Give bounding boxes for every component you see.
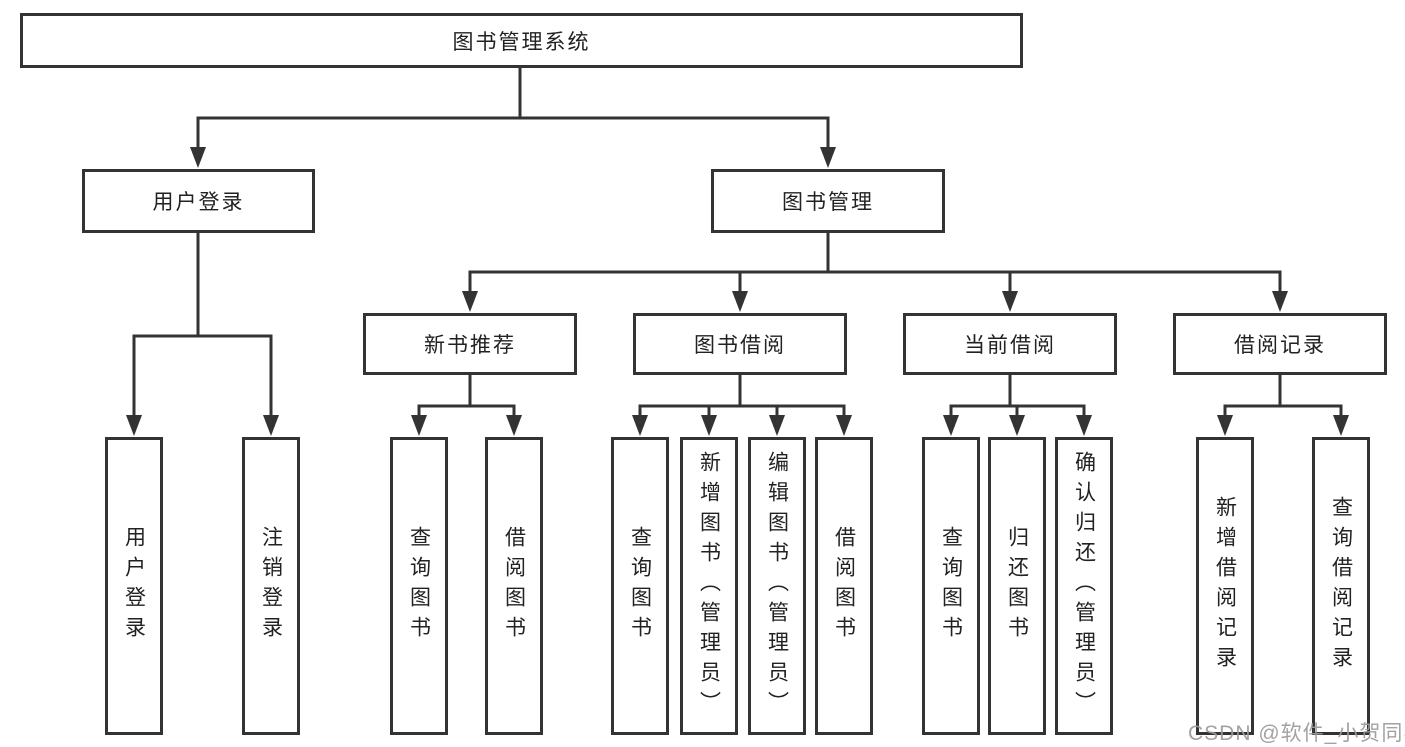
leaf-confirm-return-admin: 确认归还（管理员） bbox=[1055, 437, 1113, 735]
node-book-borrowing-label: 图书借阅 bbox=[694, 334, 786, 357]
book-borrowing-branch-connector bbox=[638, 373, 846, 420]
node-new-book-recommend-label: 新书推荐 bbox=[424, 334, 516, 357]
leaf-borrow-books: 借阅图书 bbox=[815, 437, 873, 735]
arrow-down-icon bbox=[1217, 415, 1233, 436]
node-book-management-label: 图书管理 bbox=[782, 191, 874, 214]
arrow-down-icon bbox=[1076, 415, 1092, 436]
leaf-add-borrow-record-label: 新增借阅记录 bbox=[1213, 496, 1237, 676]
leaf-query-books-borrowing: 查询图书 bbox=[611, 437, 669, 735]
leaf-confirm-return-admin-label: 确认归还（管理员） bbox=[1072, 451, 1096, 721]
leaf-return-books-label: 归还图书 bbox=[1005, 526, 1029, 646]
leaf-query-books-recommend: 查询图书 bbox=[390, 437, 448, 735]
arrowheads bbox=[126, 147, 1349, 436]
arrow-down-icon bbox=[1009, 415, 1025, 436]
arrow-down-icon bbox=[836, 415, 852, 436]
leaf-return-books: 归还图书 bbox=[988, 437, 1046, 735]
node-book-borrowing: 图书借阅 bbox=[633, 313, 847, 375]
arrow-down-icon bbox=[820, 147, 836, 168]
leaf-add-books-admin: 新增图书（管理员） bbox=[680, 437, 738, 735]
leaf-add-books-admin-label: 新增图书（管理员） bbox=[697, 451, 721, 721]
leaf-query-books-current-label: 查询图书 bbox=[939, 526, 963, 646]
node-root: 图书管理系统 bbox=[20, 13, 1023, 68]
current-borrowing-branch-connector bbox=[949, 373, 1086, 420]
node-root-label: 图书管理系统 bbox=[452, 30, 591, 54]
connector-paths bbox=[132, 66, 1343, 420]
arrow-down-icon bbox=[1333, 415, 1349, 436]
leaf-borrow-books-recommend: 借阅图书 bbox=[485, 437, 543, 735]
arrow-down-icon bbox=[732, 291, 748, 312]
leaf-user-login: 用户登录 bbox=[105, 437, 163, 735]
node-current-borrowing-label: 当前借阅 bbox=[964, 334, 1056, 357]
arrow-down-icon bbox=[462, 291, 478, 312]
node-borrowing-records: 借阅记录 bbox=[1173, 313, 1387, 375]
arrow-down-icon bbox=[190, 147, 206, 168]
leaf-query-borrow-record-label: 查询借阅记录 bbox=[1329, 496, 1353, 676]
leaf-logout-label: 注销登录 bbox=[259, 526, 283, 646]
arrow-down-icon bbox=[506, 415, 522, 436]
leaf-borrow-books-label: 借阅图书 bbox=[832, 526, 856, 646]
leaf-add-borrow-record: 新增借阅记录 bbox=[1196, 437, 1254, 735]
leaf-edit-books-admin-label: 编辑图书（管理员） bbox=[765, 451, 789, 721]
book-management-branch-connector bbox=[468, 231, 1282, 296]
node-current-borrowing: 当前借阅 bbox=[903, 313, 1117, 375]
arrow-down-icon bbox=[126, 415, 142, 436]
arrow-down-icon bbox=[769, 415, 785, 436]
arrow-down-icon bbox=[943, 415, 959, 436]
node-new-book-recommend: 新书推荐 bbox=[363, 313, 577, 375]
leaf-query-books-borrowing-label: 查询图书 bbox=[628, 526, 652, 646]
user-login-branch-connector bbox=[132, 231, 273, 420]
arrow-down-icon bbox=[632, 415, 648, 436]
arrow-down-icon bbox=[263, 415, 279, 436]
leaf-user-login-label: 用户登录 bbox=[122, 526, 146, 646]
node-user-login-label: 用户登录 bbox=[152, 191, 245, 214]
arrow-down-icon bbox=[1272, 291, 1288, 312]
arrow-down-icon bbox=[701, 415, 717, 436]
node-book-management: 图书管理 bbox=[711, 169, 945, 233]
leaf-edit-books-admin: 编辑图书（管理员） bbox=[748, 437, 806, 735]
csdn-watermark: CSDN @软件_小贺同学 bbox=[1188, 722, 1405, 745]
leaf-query-borrow-record: 查询借阅记录 bbox=[1312, 437, 1370, 735]
leaf-query-books-recommend-label: 查询图书 bbox=[407, 526, 431, 646]
node-user-login: 用户登录 bbox=[82, 169, 315, 233]
borrowing-records-branch-connector bbox=[1223, 373, 1343, 420]
leaf-borrow-books-recommend-label: 借阅图书 bbox=[502, 526, 526, 646]
root-to-level2-connector bbox=[196, 66, 830, 152]
arrow-down-icon bbox=[1002, 291, 1018, 312]
arrow-down-icon bbox=[411, 415, 427, 436]
new-book-recommend-branch-connector bbox=[417, 373, 516, 420]
leaf-logout: 注销登录 bbox=[242, 437, 300, 735]
leaf-query-books-current: 查询图书 bbox=[922, 437, 980, 735]
node-borrowing-records-label: 借阅记录 bbox=[1234, 334, 1326, 357]
